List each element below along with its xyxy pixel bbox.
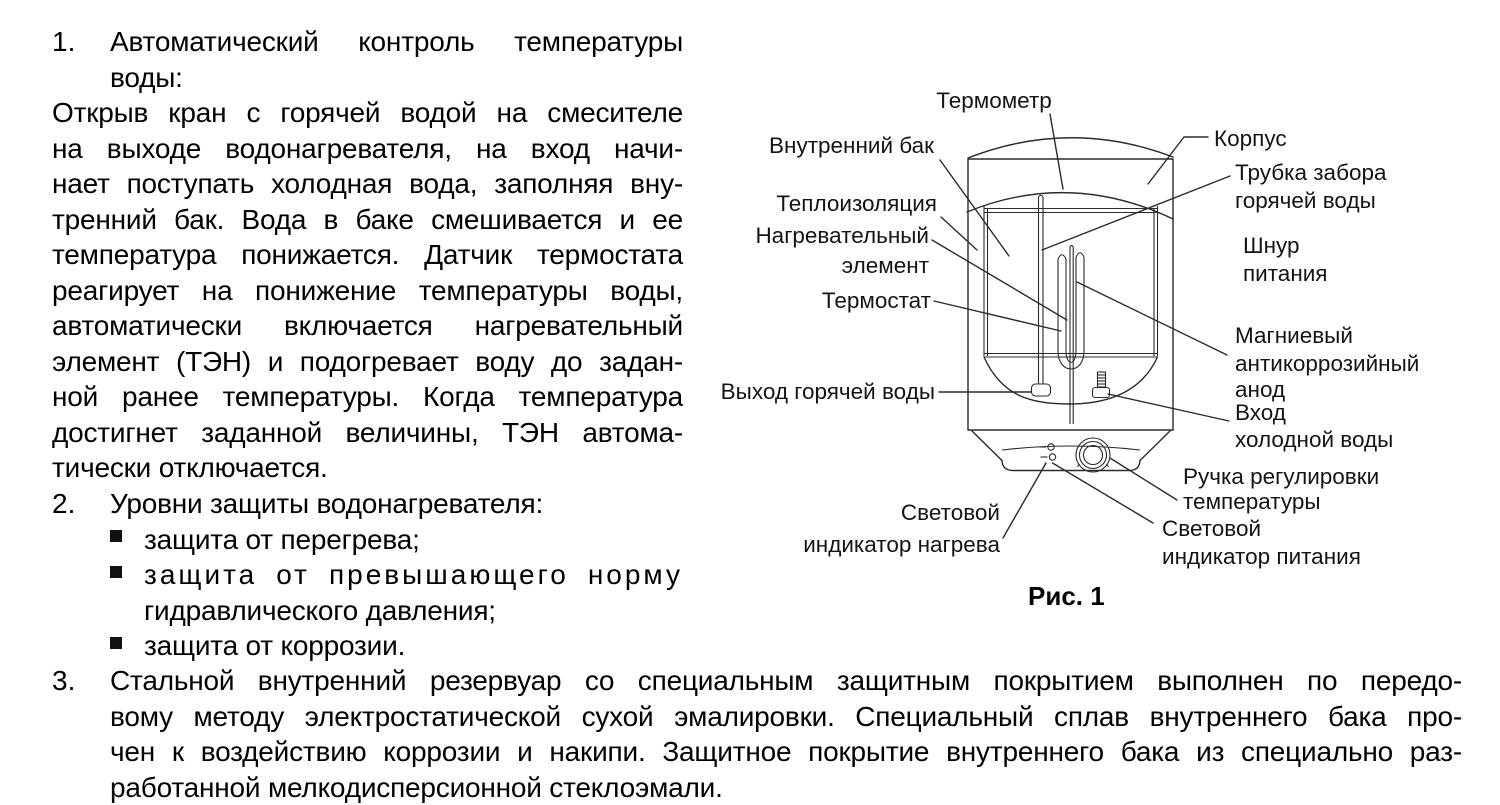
bullet-line: защита от коррозии. [144, 628, 405, 664]
thermostat-capillary [1070, 245, 1073, 424]
item1-heading-line2: воды: [110, 60, 683, 96]
label-power-cord: Шнур [1243, 233, 1300, 258]
bullet-square-icon [110, 637, 122, 649]
intake-tube [1039, 195, 1044, 384]
label-intake-tube: горячей воды [1235, 188, 1376, 213]
label-power-indicator: индикатор питания [1162, 544, 1361, 569]
item2-number: 2. [52, 486, 75, 522]
item3-number: 3. [52, 663, 75, 699]
insulation-leader [941, 217, 977, 250]
item1-body-line: на выходе водонагревателя, на вход начи- [52, 131, 683, 167]
label-temp-knob: Ручка регулировки [1183, 464, 1379, 489]
label-thermostat: Термостат [822, 288, 931, 313]
inner-tank-outline [984, 206, 1158, 404]
item1-body-line: автоматически включается нагревательный [52, 308, 683, 344]
item1-body-line: нает поступать холодная вода, заполняя в… [52, 166, 683, 202]
cold-inlet-leader [1108, 394, 1229, 421]
label-cold-inlet: Вход [1235, 400, 1286, 425]
item1-body-line: температура понижается. Датчик термостат… [52, 237, 683, 273]
hot-water-outlet-fitting [1032, 384, 1051, 396]
item1-body-line: тренний бак. Вода в баке смешивается и е… [52, 202, 683, 238]
label-temp-knob: температуры [1183, 489, 1321, 514]
item1-number: 1. [52, 24, 75, 60]
label-heating-element: Нагревательный [755, 223, 929, 248]
label-inner-tank: Внутренний бак [769, 133, 934, 158]
label-heating-element: элемент [842, 253, 929, 278]
bullet-square-icon [110, 566, 122, 578]
label-power-indicator: Световой [1162, 516, 1261, 541]
bullet-line: гидравлического давления; [144, 593, 496, 629]
label-insulation: Теплоизоляция [776, 191, 937, 216]
label-heat-indicator: индикатор нагрева [803, 532, 1000, 557]
label-anode: Магниевый [1235, 323, 1353, 348]
bullet-line: защита от перегрева; [144, 522, 420, 558]
figure-caption: Рис. 1 [1028, 581, 1105, 611]
label-cold-inlet: холодной воды [1235, 427, 1393, 452]
housing-leader [1148, 137, 1208, 184]
power-indicator-leader [1053, 463, 1154, 523]
label-heat-indicator: Световой [901, 500, 1000, 525]
label-power-cord: питания [1243, 261, 1328, 286]
item3-line: чен к воздействию коррозии и накипи. Защ… [110, 734, 1462, 770]
cold-inlet-screw [1093, 372, 1110, 398]
temperature-knob [1076, 438, 1110, 472]
item1-body-line: достигнет заданной величины, ТЭН автома- [52, 415, 683, 451]
heating-element-leader [932, 240, 1067, 320]
label-intake-tube: Трубка забора [1235, 160, 1387, 185]
item1-body-line: тически отключается. [52, 450, 683, 486]
bullet-square-icon [110, 530, 122, 542]
item2-heading: Уровни защиты водонагревателя: [110, 486, 543, 522]
knob-leader [1110, 458, 1177, 500]
item3-line: вому методу электростатической сухой эма… [110, 699, 1462, 735]
item1-body-line: ной ранее температуры. Когда температура [52, 379, 683, 415]
label-anode: анод [1235, 377, 1285, 402]
control-collar [972, 431, 1170, 471]
item1-body-line: элемент (ТЭН) и подогревает воду до зада… [52, 344, 683, 380]
item1-heading-line1: Автоматический контроль температуры [110, 24, 683, 60]
heating-element-shape [1058, 253, 1084, 369]
label-thermometer: Термометр [936, 88, 1052, 113]
thermometer-leader [1050, 114, 1063, 189]
water-heater-figure: Термометр Корпус Внутренний бак Трубка з… [720, 55, 1500, 665]
label-hot-outlet: Выход горячей воды [721, 379, 935, 404]
item1-body-line: реагирует на понижение температуры воды, [52, 273, 683, 309]
anode-leader [1077, 282, 1227, 355]
item3-line: Стальной внутренний резервуар со специал… [110, 663, 1462, 699]
label-housing: Корпус [1214, 126, 1287, 151]
heat-indicator-leader [1003, 463, 1046, 538]
bullet-line: защита от превышающего норму [144, 557, 683, 593]
label-anode: антикоррозийный [1235, 351, 1419, 376]
item1-body-line: Открыв кран с горячей водой на смесителе [52, 95, 683, 131]
